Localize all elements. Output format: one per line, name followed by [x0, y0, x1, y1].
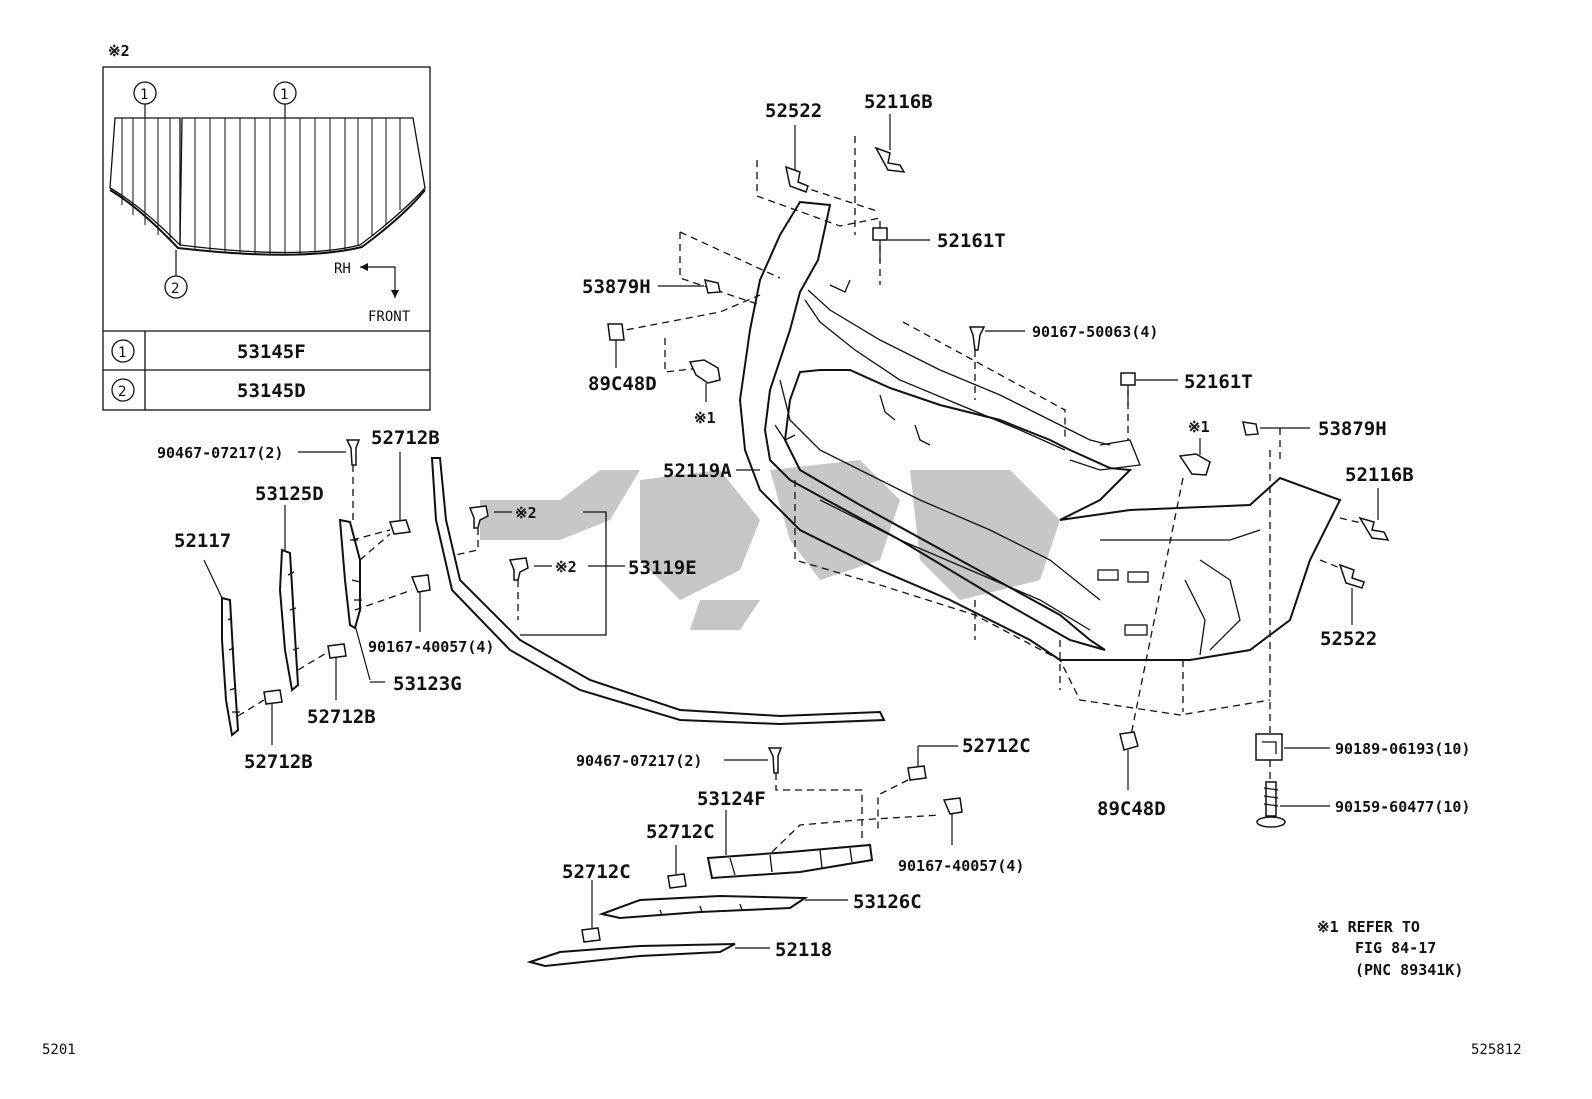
inset-note-mark: ※2: [108, 42, 130, 60]
clip-52712B-mid: 52712B: [297, 643, 376, 728]
part-label: ※2: [555, 558, 577, 576]
clip-52522-top: 52522: [765, 100, 822, 193]
clip-52116B-top: 52116B: [864, 91, 933, 173]
label-52119A: 52119A: [663, 460, 760, 482]
part-label: FIG 84-17: [1355, 939, 1436, 957]
footer-right-code: 525812: [1471, 1042, 1522, 1058]
clip-89C48D-left: 89C48D: [588, 323, 657, 395]
part-label: ※1: [694, 409, 716, 427]
part-label: 53125D: [255, 483, 324, 505]
screw-90467-07217-b: 90467-07217(2): [576, 747, 863, 840]
watermark-logo: [480, 460, 1060, 630]
clips-ref2: ※2 ※2 53119E: [454, 504, 697, 636]
molding-53119E: [430, 457, 886, 726]
part-label: 52522: [765, 100, 822, 122]
screw-90167-40057-a: 90167-40057(4): [354, 574, 494, 656]
table-part-53145F: 53145F: [237, 341, 306, 363]
clip-89C48D-bot: 89C48D: [1097, 731, 1166, 820]
part-label: 53879H: [1318, 418, 1387, 440]
strip-52117: 52117: [174, 530, 240, 737]
inset-box: ※2 1 1 2: [102, 42, 431, 411]
bolt-52161T-top: 52161T: [872, 227, 1006, 262]
clip-52712B-bot: 52712B: [237, 689, 313, 773]
part-label: 2: [118, 384, 126, 400]
part-label: 1: [118, 345, 126, 361]
part-label: 52161T: [1184, 371, 1253, 393]
clip-52116B-right: 52116B: [1345, 464, 1414, 541]
part-label: 52161T: [937, 230, 1006, 252]
part-label: 52712B: [307, 706, 376, 728]
part-label: 90167-50063(4): [1032, 323, 1158, 341]
screw-90167-40057-b: 90167-40057(4): [898, 797, 1024, 875]
clip-52712C-c: 52712C: [562, 861, 631, 943]
part-label: 1: [280, 87, 288, 103]
sensor-ref1-left: ※1: [688, 359, 721, 427]
part-label: ※1: [1188, 418, 1210, 436]
part-label: 52712C: [646, 821, 715, 843]
part-label: ※2: [515, 504, 537, 522]
part-label: 89C48D: [1097, 798, 1166, 820]
part-label: 90167-40057(4): [368, 638, 494, 656]
part-label: 52119A: [663, 460, 732, 482]
part-label: 1: [140, 87, 148, 103]
footer-left-code: 5201: [42, 1042, 76, 1058]
molding-52118: 52118: [526, 939, 832, 968]
bracket-53123G: 53123G: [338, 518, 462, 695]
clip-52712B-top: 52712B: [351, 427, 440, 561]
part-label: 52712B: [244, 751, 313, 773]
part-label: 52712C: [562, 861, 631, 883]
bolt-90159-60477: 90159-60477(10): [1256, 781, 1470, 828]
part-label: 52118: [775, 939, 832, 961]
part-label: 53126C: [853, 891, 922, 913]
part-label: 53879H: [582, 276, 651, 298]
part-label: (PNC 89341K): [1355, 961, 1463, 979]
clip-53879H-left: 53879H: [582, 276, 721, 298]
part-label: FRONT: [368, 309, 411, 325]
part-label: 90159-60477(10): [1335, 798, 1470, 816]
part-label: 53119E: [628, 557, 697, 579]
part-label: ※1 REFER TO: [1317, 918, 1420, 936]
clip-52712C-a: 52712C: [877, 735, 1031, 830]
part-label: RH: [334, 261, 351, 277]
bumper-cover-52119A: [738, 200, 1342, 661]
part-label: 90167-40057(4): [898, 857, 1024, 875]
part-label: 90467-07217(2): [576, 752, 702, 770]
nut-90189-06193: 90189-06193(10): [1255, 733, 1470, 780]
part-label: 52116B: [864, 91, 933, 113]
part-label: 52522: [1320, 628, 1377, 650]
part-label: 89C48D: [588, 373, 657, 395]
screw-90467-07217-a: 90467-07217(2): [157, 439, 361, 520]
part-label: 90467-07217(2): [157, 444, 283, 462]
dashed-guides: [614, 136, 1371, 745]
part-label: 52712B: [371, 427, 440, 449]
bracket-53124F: 53124F: [697, 788, 941, 880]
molding-53126C: 53126C: [598, 891, 922, 920]
part-label: 52712C: [962, 735, 1031, 757]
strip-53125D: 53125D: [255, 483, 324, 692]
part-label: 52116B: [1345, 464, 1414, 486]
footnote: ※1 REFER TO FIG 84-17 (PNC 89341K): [1317, 918, 1463, 979]
direction-arrows: RH FRONT: [334, 261, 411, 325]
part-label: 53124F: [697, 788, 766, 810]
table-key-1: [111, 339, 135, 363]
table-key-2: [111, 378, 135, 402]
bolt-52161T-mid: 52161T: [1120, 371, 1253, 405]
inset-grille: [109, 117, 426, 256]
clip-52522-right: 52522: [1320, 563, 1377, 650]
part-label: 90189-06193(10): [1335, 740, 1470, 758]
screw-90167-50063: 90167-50063(4): [968, 323, 1158, 351]
sensor-ref1-right: ※1: [1178, 418, 1211, 476]
table-part-53145D: 53145D: [237, 380, 306, 402]
clip-53879H-right: 53879H: [1242, 418, 1387, 440]
part-label: 52117: [174, 530, 231, 552]
clip-52712C-b: 52712C: [646, 821, 715, 889]
inset-strip-lines: [121, 118, 401, 254]
part-label: 2: [171, 281, 179, 297]
part-label: 53123G: [393, 673, 462, 695]
